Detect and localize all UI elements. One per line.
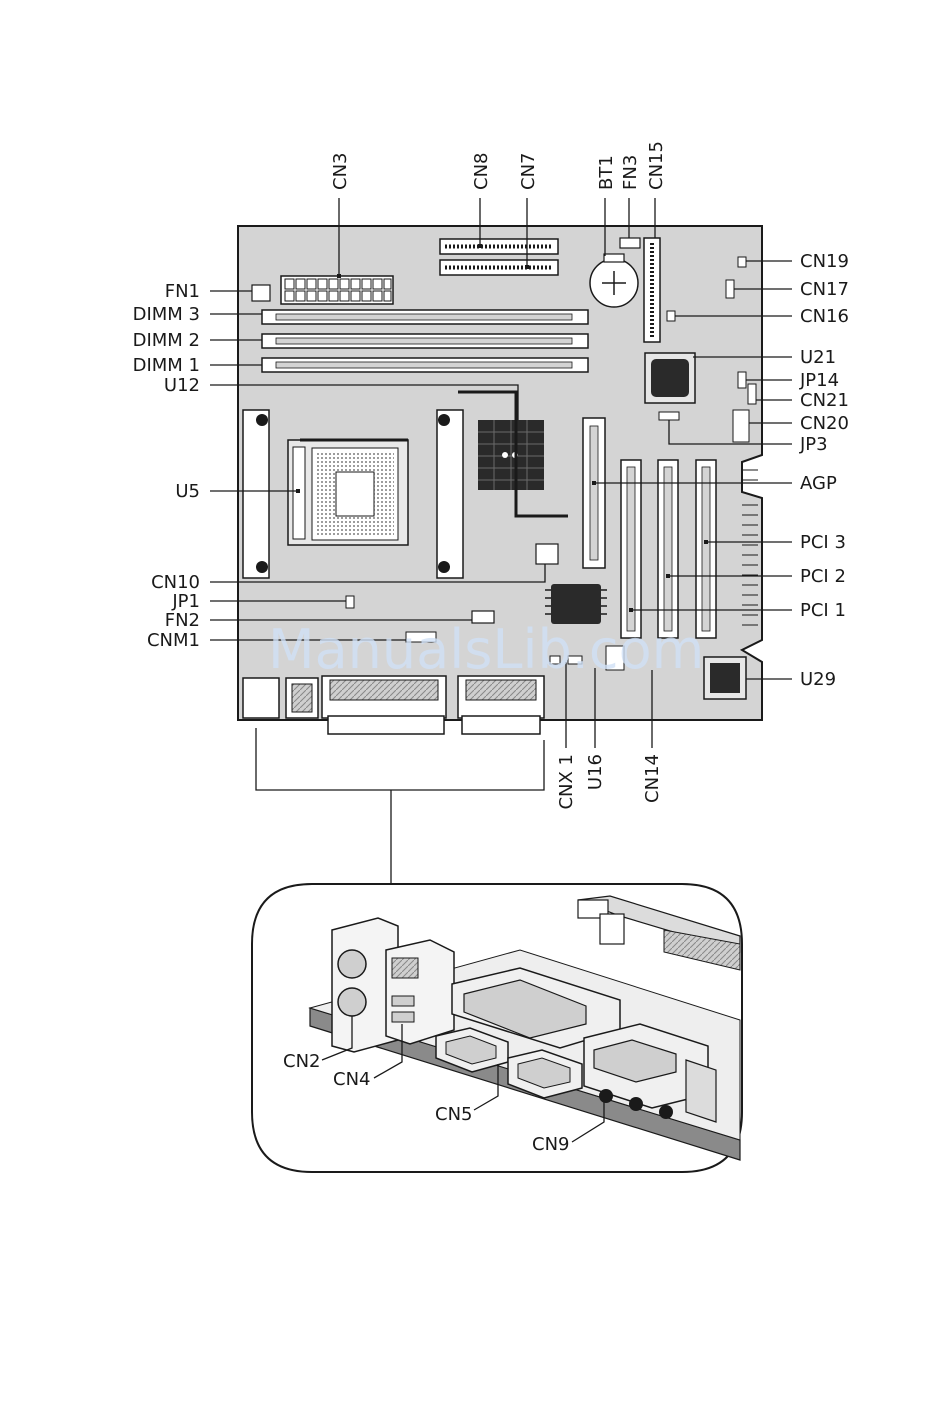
label-fn1: FN1 [165,281,200,302]
label-cn20: CN20 [800,413,849,434]
label-cn8: CN8 [471,153,492,191]
cn17-header [726,280,734,298]
label-jp1: JP1 [171,591,200,612]
label-jp14: JP14 [799,370,839,391]
label-pci3: PCI 3 [800,532,846,553]
back-panel-serial [458,676,544,734]
label-cnm1: CNM1 [147,630,200,651]
label-cnx1: CNX 1 [556,754,577,810]
back-panel-inset: CN2 CN4 CN5 CN9 [252,884,742,1172]
label-cn21: CN21 [800,390,849,411]
back-panel-parallel [322,676,446,734]
top-labels: CN3 CN8 CN7 BT1 FN3 CN15 [330,141,667,190]
fn1-header [252,285,270,301]
cn19-header [738,257,746,267]
label-cn10: CN10 [151,572,200,593]
label-u29: U29 [800,669,836,690]
label-fn3: FN3 [620,155,641,190]
label-u21: U21 [800,347,836,368]
right-labels: CN19 CN17 CN16 U21 JP14 CN21 CN20 JP3 AG… [799,251,849,690]
cn3-power-connector [281,276,393,304]
cn20-header [733,410,749,442]
label-cn7: CN7 [518,153,539,191]
cn15-connector [644,238,660,342]
watermark: ManualsLib.com [268,618,704,681]
label-cn3: CN3 [330,153,351,191]
usb-lan-ports [386,940,454,1044]
pci3-slot [696,460,716,638]
label-cn2: CN2 [283,1051,321,1072]
label-u16: U16 [585,754,606,790]
label-cn19: CN19 [800,251,849,272]
label-u12: U12 [164,375,200,396]
cn7-ide-connector [440,260,558,275]
dimm3-slot [262,310,588,324]
label-pci1: PCI 1 [800,600,846,621]
dimm2-slot [262,334,588,348]
cn21-header [748,384,756,404]
label-cn4: CN4 [333,1069,371,1090]
jp3-jumper [659,412,679,420]
cn8-ide-connector [440,239,558,254]
label-fn2: FN2 [165,610,200,631]
left-labels: FN1 DIMM 3 DIMM 2 DIMM 1 U12 U5 CN10 JP1… [133,281,200,651]
u21-chip [645,353,695,403]
jp1-jumper [346,596,354,608]
label-jp3: JP3 [799,434,828,455]
label-cn15: CN15 [646,141,667,190]
cpu-retention-left [243,410,269,578]
agp-slot [583,418,605,568]
label-u5: U5 [175,481,200,502]
label-cn17: CN17 [800,279,849,300]
u29-chip [704,657,746,699]
label-cn14: CN14 [642,754,663,803]
label-dimm1: DIMM 1 [133,355,200,376]
cpu-retention-right [437,410,463,578]
dimm1-slot [262,358,588,372]
cn16-header [667,311,675,321]
label-pci2: PCI 2 [800,566,846,587]
label-cn16: CN16 [800,306,849,327]
label-dimm2: DIMM 2 [133,330,200,351]
cn10-connector [536,544,558,564]
label-cn5: CN5 [435,1104,473,1125]
pci2-slot [658,460,678,638]
fn3-header [620,238,640,248]
label-dimm3: DIMM 3 [133,304,200,325]
jp14-jumper [738,372,746,388]
label-cn9: CN9 [532,1134,570,1155]
u5-cpu-socket [288,440,408,545]
bottom-labels: CNX 1 U16 CN14 [556,754,663,810]
label-agp: AGP [800,473,837,494]
label-bt1: BT1 [596,155,617,190]
